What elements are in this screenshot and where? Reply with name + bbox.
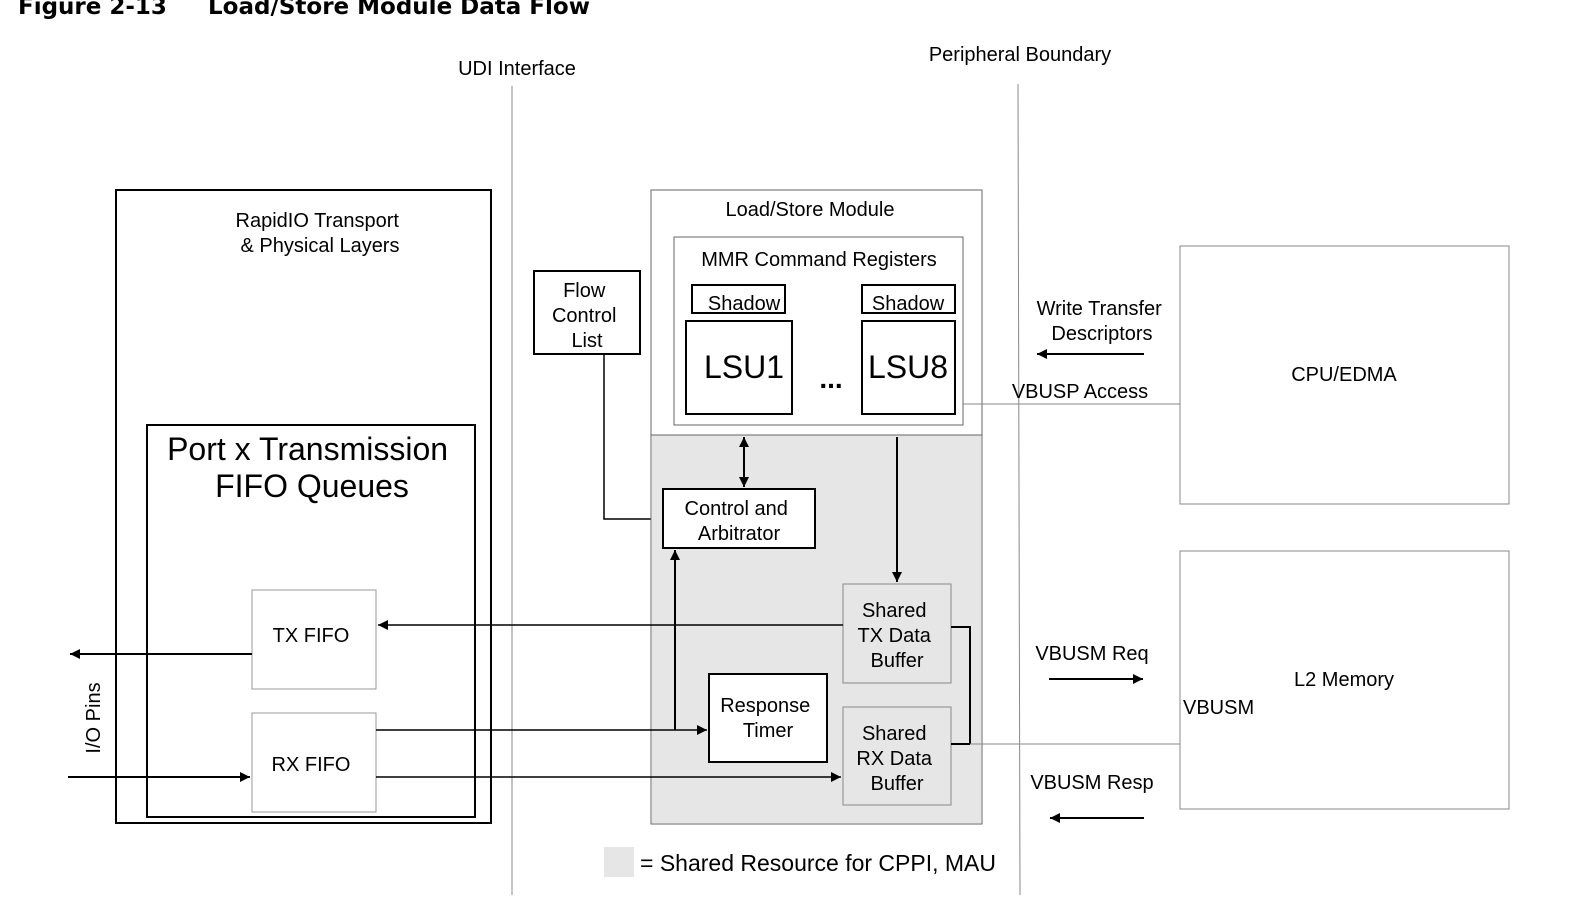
control-arbitrator-label: Control and Arbitrator [685, 498, 794, 545]
lsu8-shadow-box [861, 284, 956, 314]
lsu-ellipsis: ... [819, 363, 842, 394]
peripheral-boundary-label: Peripheral Boundary [929, 44, 1111, 66]
rapidio-label: RapidIO Transport & Physical Layers [236, 210, 405, 257]
write-transfer-descriptors-label: Write Transfer Descriptors [1037, 298, 1168, 345]
flow-control-connector [603, 354, 663, 520]
lsu1-box [685, 320, 793, 415]
shared-rx-buffer-box [842, 706, 952, 806]
flow-control-list-label: Flow Control List [552, 280, 622, 352]
lsu1-shadow-box [691, 284, 786, 314]
vbusp-access-label: VBUSP Access [1012, 381, 1148, 403]
tx-fifo-label: TX FIFO [273, 625, 350, 647]
load-store-module-label: Load/Store Module [725, 199, 894, 221]
cpu-edma-block [1179, 245, 1510, 505]
shared-tx-buffer-label: Shared TX Data Buffer [858, 600, 937, 672]
flow-control-list-box [533, 270, 641, 355]
lsu1-label: LSU1 [704, 349, 784, 385]
legend-text: = Shared Resource for CPPI, MAU [640, 850, 996, 876]
mmr-command-registers-label: MMR Command Registers [701, 249, 937, 271]
lsu8-label: LSU8 [868, 349, 948, 385]
shared-rx-buffer-label: Shared RX Data Buffer [856, 723, 937, 795]
udi-interface-label: UDI Interface [458, 58, 576, 80]
control-arbitrator-box [662, 488, 816, 549]
port-fifo-queues-block [146, 424, 476, 818]
lsu1-shadow-label: Shadow [708, 293, 781, 315]
port-fifo-queues-label: Port x Transmission FIFO Queues [167, 431, 457, 504]
io-pins-label: I/O Pins [83, 682, 105, 753]
cpu-edma-label: CPU/EDMA [1291, 364, 1397, 386]
vbusm-label: VBUSM [1183, 697, 1254, 719]
rx-fifo-label: RX FIFO [272, 754, 351, 776]
l2-memory-label: L2 Memory [1294, 669, 1394, 691]
figure-number: Figure 2-13 [18, 0, 167, 20]
response-timer-box [708, 673, 828, 763]
l2-memory-block [1179, 550, 1510, 810]
rx-fifo-box [251, 712, 377, 813]
shared-tx-bus-connector [951, 626, 971, 744]
peripheral-boundary-line [1017, 83, 1021, 896]
vbusm-req-label: VBUSM Req [1035, 643, 1148, 665]
lsu8-shadow-label: Shadow [872, 293, 945, 315]
legend-swatch [604, 847, 634, 877]
figure-title: Load/Store Module Data Flow [208, 0, 590, 20]
rapidio-block [115, 189, 492, 824]
shared-tx-buffer-box [842, 583, 952, 684]
vbusm-resp-label: VBUSM Resp [1030, 772, 1153, 794]
response-timer-label: Response Timer [720, 695, 816, 742]
lsu8-box [861, 320, 956, 415]
tx-fifo-box [251, 589, 377, 690]
